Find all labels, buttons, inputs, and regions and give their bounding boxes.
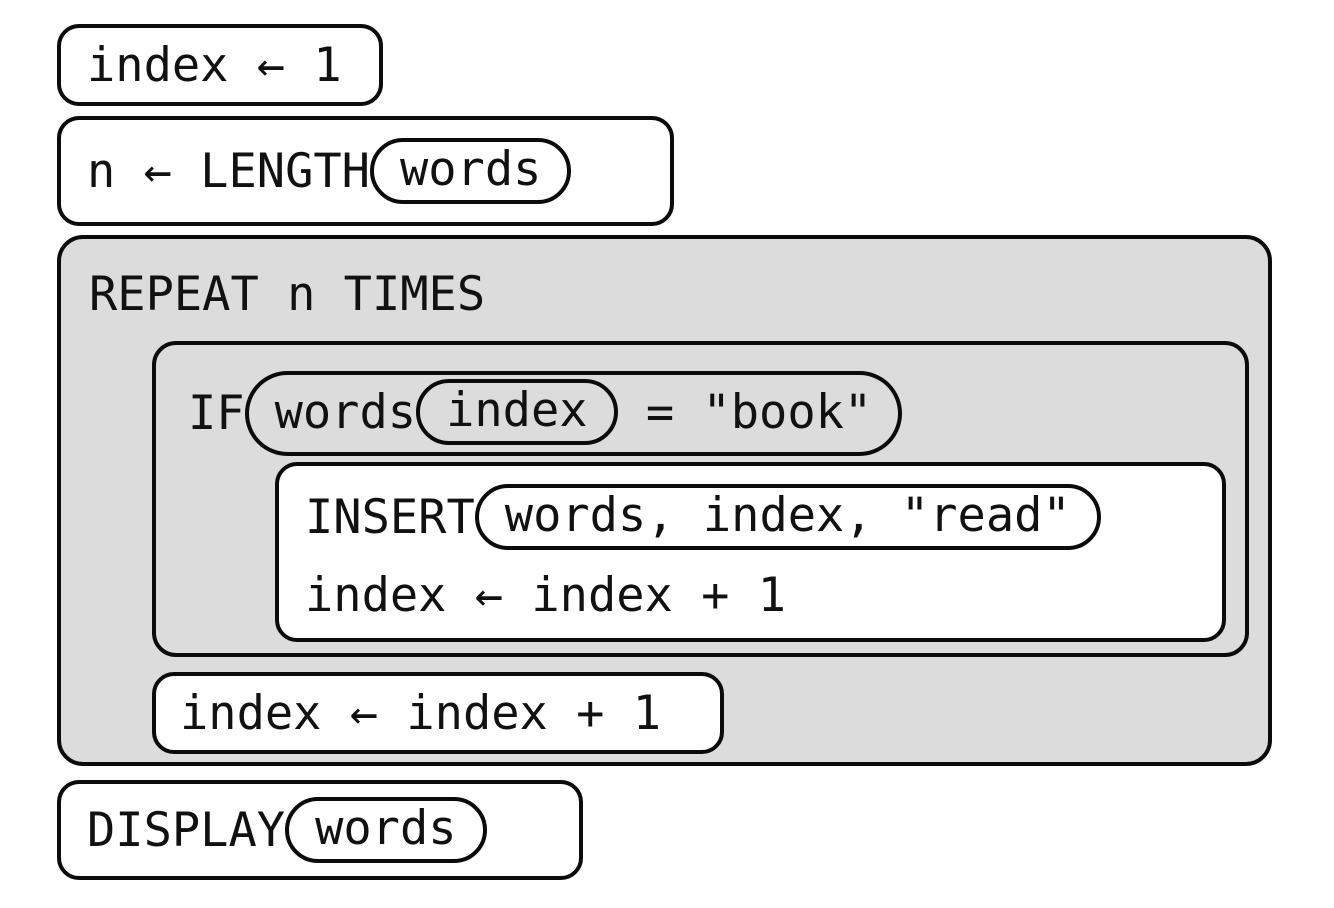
if-condition-suffix: = "book": [617, 384, 873, 440]
block-increment-outer-text: index ← index + 1: [180, 685, 662, 741]
block-index-init[interactable]: index ← 1: [57, 24, 383, 106]
block-n-length-prefix: n ← LENGTH: [87, 143, 370, 199]
block-display[interactable]: DISPLAY words: [57, 780, 583, 880]
slot-words-display-text: words: [315, 801, 457, 856]
slot-words-display[interactable]: words: [285, 797, 487, 863]
if-condition-prefix: words: [274, 384, 417, 440]
insert-call-row: INSERT words, index, "read": [305, 484, 1101, 550]
block-n-length[interactable]: n ← LENGTH words: [57, 116, 674, 226]
slot-words-length[interactable]: words: [369, 138, 572, 204]
slot-words-length-text: words: [399, 142, 542, 197]
slot-index-condition[interactable]: index: [416, 379, 618, 445]
repeat-loop-header: REPEAT n TIMES: [89, 267, 486, 322]
block-repeat-loop[interactable]: REPEAT n TIMES IF words index = "book" I…: [57, 235, 1272, 766]
if-condition-pill[interactable]: words index = "book": [244, 371, 903, 456]
slot-index-condition-text: index: [446, 383, 588, 438]
slot-insert-arguments[interactable]: words, index, "read": [474, 484, 1101, 550]
block-insert-group[interactable]: INSERT words, index, "read" index ← inde…: [275, 462, 1226, 642]
block-if-statement[interactable]: IF words index = "book" INSERT words, in…: [152, 341, 1249, 657]
block-increment-outer[interactable]: index ← index + 1: [152, 672, 724, 754]
if-keyword: IF: [188, 386, 245, 441]
block-index-init-text: index ← 1: [87, 37, 342, 93]
if-condition-row: IF words index = "book": [188, 371, 903, 456]
slot-insert-arguments-text: words, index, "read": [504, 488, 1071, 543]
insert-keyword: INSERT: [305, 489, 475, 545]
block-display-row: DISPLAY words: [87, 797, 487, 863]
block-n-length-row: n ← LENGTH words: [87, 138, 572, 204]
block-display-prefix: DISPLAY: [87, 802, 286, 858]
insert-increment-text: index ← index + 1: [305, 568, 787, 623]
